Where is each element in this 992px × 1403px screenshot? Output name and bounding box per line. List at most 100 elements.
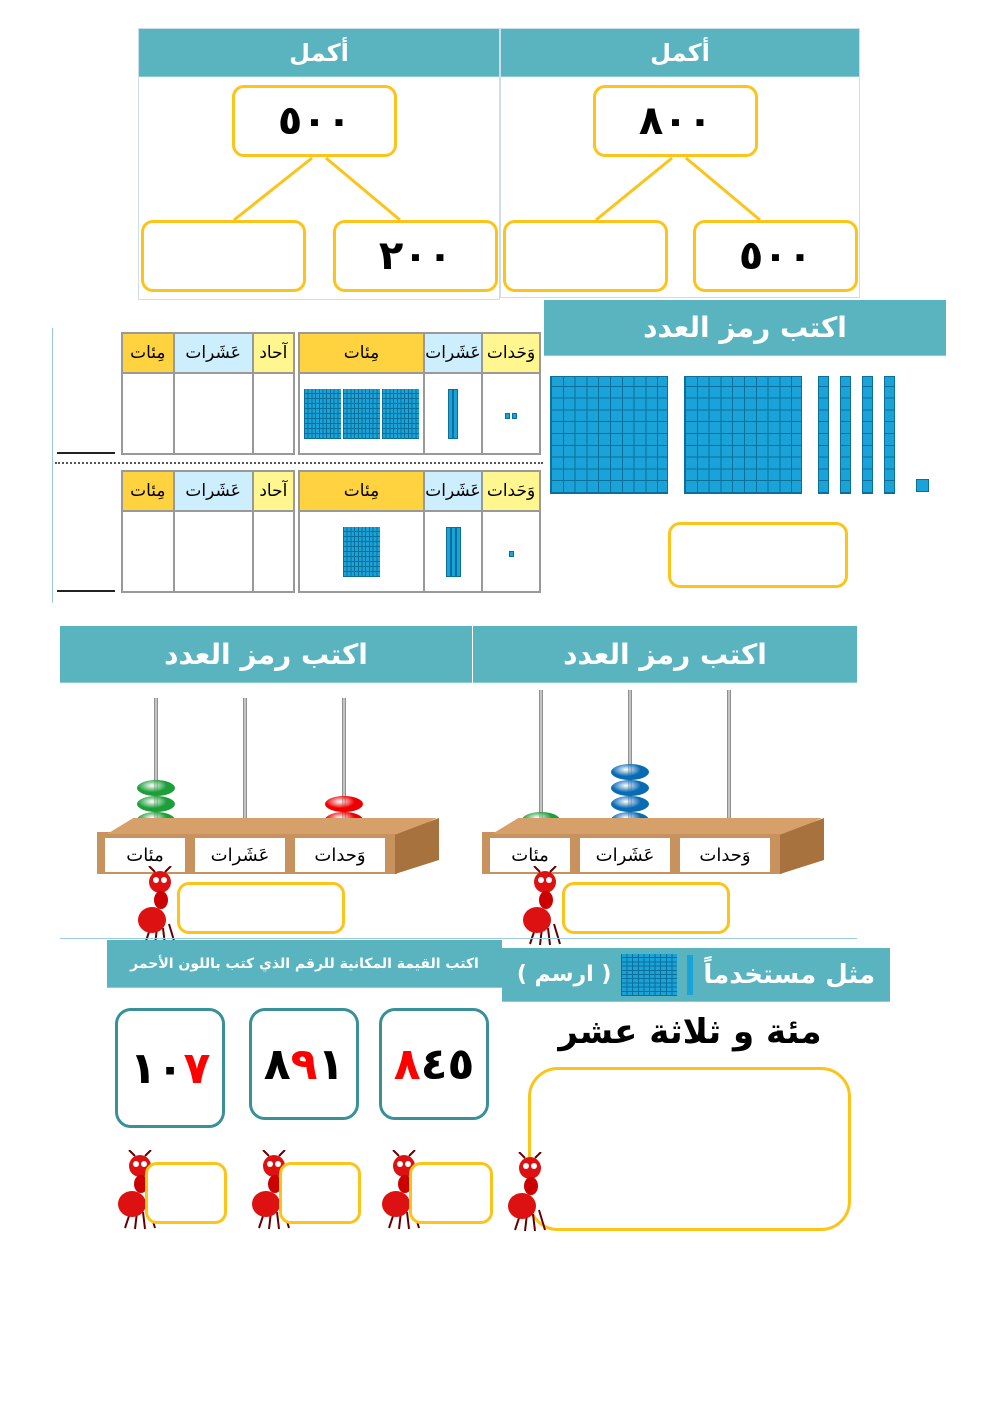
answer-line[interactable] — [57, 452, 115, 454]
flat-icon — [621, 953, 678, 996]
abacus-rod-tens — [243, 698, 247, 830]
draw-prompt: مئة و ثلاثة عشر — [558, 1012, 822, 1052]
draw-title-tail: ( ارسم ) — [516, 962, 612, 987]
answer-cell[interactable] — [251, 510, 296, 593]
tens-cell — [423, 510, 483, 593]
answer-cell[interactable] — [172, 510, 254, 593]
header-cell: آحاد — [251, 332, 296, 374]
answer-cell[interactable] — [172, 372, 254, 455]
header-cell: وَحَدات — [481, 470, 541, 512]
digit: ١ — [129, 1042, 157, 1094]
tens-cell — [423, 372, 483, 455]
divider — [60, 938, 857, 939]
ten-rod — [453, 388, 458, 439]
ant-icon — [505, 1151, 557, 1232]
draw-title: مثل مستخدماً ( ارسم ) — [502, 948, 890, 1002]
header-cell: آحاد — [251, 470, 296, 512]
answer-input[interactable] — [177, 882, 345, 934]
answer-input[interactable] — [409, 1162, 493, 1224]
ten-rod — [862, 376, 873, 494]
unit-cube — [916, 479, 929, 492]
draw-title-main: مثل مستخدماً — [703, 959, 876, 990]
whole-box: ٨٠٠ — [593, 85, 758, 157]
abacus-rod-tens — [628, 690, 632, 828]
part-box: ٢٠٠ — [333, 220, 498, 292]
header-cell: مِئات — [298, 332, 425, 374]
bead — [137, 796, 175, 812]
abacus-rod-hundreds — [154, 698, 158, 830]
hundred-flat — [550, 376, 668, 494]
abacus-top — [492, 818, 822, 834]
ant-icon — [135, 865, 187, 946]
abacus-label: وَحدات — [680, 838, 770, 872]
hundred-flat — [343, 526, 380, 577]
abacus-rod-hundreds — [539, 690, 543, 828]
digit: ٨ — [393, 1038, 421, 1090]
whole-box: ٥٠٠ — [232, 85, 397, 157]
ant-icon — [520, 865, 572, 946]
ten-rod — [840, 376, 851, 494]
place-value-title: اكتب القيمة المكانية للرقم الذي كتب بالل… — [107, 940, 502, 988]
abacus-top — [107, 818, 437, 834]
ten-rod — [448, 388, 453, 439]
hundreds-cell — [298, 372, 425, 455]
hundred-flat — [343, 388, 380, 439]
answer-cell[interactable] — [251, 372, 296, 455]
complete-panel-right: أكمل — [500, 28, 860, 298]
panel-title: أكمل — [501, 29, 859, 77]
header-cell: عَشَرات — [423, 332, 483, 374]
panel-title: أكمل — [139, 29, 499, 77]
answer-cell[interactable] — [121, 510, 175, 593]
header-cell: مِئات — [298, 470, 425, 512]
answer-input[interactable] — [279, 1162, 361, 1224]
digit: ٧ — [183, 1042, 211, 1094]
abacus-rod-units — [727, 690, 731, 828]
digit: ٨ — [263, 1038, 291, 1090]
abacus-title-right: اكتب رمز العدد — [473, 626, 857, 683]
answer-cell[interactable] — [121, 372, 175, 455]
header-cell: وَحَدات — [481, 332, 541, 374]
digit: ٩ — [290, 1038, 318, 1090]
bead — [611, 796, 649, 812]
ten-rod — [450, 526, 456, 577]
hundred-flat — [304, 388, 341, 439]
answer-line[interactable] — [57, 590, 115, 592]
answer-input[interactable] — [145, 1162, 227, 1224]
header-cell: عَشَرات — [172, 470, 254, 512]
part-input[interactable] — [141, 220, 306, 292]
header-cell: مِئات — [121, 332, 175, 374]
bead — [611, 764, 649, 780]
rod-icon — [687, 954, 694, 995]
abacus-title-left: اكتب رمز العدد — [60, 626, 472, 683]
digit: ٤ — [420, 1038, 448, 1090]
drawing-area[interactable] — [528, 1067, 851, 1231]
complete-panel-left: أكمل — [138, 28, 500, 300]
base-ten-title: اكتب رمز العدد — [544, 300, 946, 356]
ten-rod — [445, 526, 451, 577]
left-border — [52, 328, 53, 603]
hundred-flat — [684, 376, 802, 494]
header-cell: مِئات — [121, 470, 175, 512]
abacus-label: مئات — [490, 838, 570, 872]
hundreds-cell — [298, 510, 425, 593]
connector-lines — [233, 156, 761, 222]
unit-cube — [505, 412, 510, 419]
digit: ٥ — [447, 1038, 475, 1090]
ten-rod — [818, 376, 829, 494]
answer-input[interactable] — [668, 522, 848, 588]
abacus-label: عَشَرات — [580, 838, 670, 872]
part-input[interactable] — [503, 220, 668, 292]
part-box: ٥٠٠ — [693, 220, 858, 292]
units-cell — [481, 372, 541, 455]
answer-input[interactable] — [562, 882, 730, 934]
ant-icon — [249, 1149, 301, 1230]
abacus-rod-units — [342, 698, 346, 830]
hundred-flat — [382, 388, 419, 439]
bead — [325, 796, 363, 812]
